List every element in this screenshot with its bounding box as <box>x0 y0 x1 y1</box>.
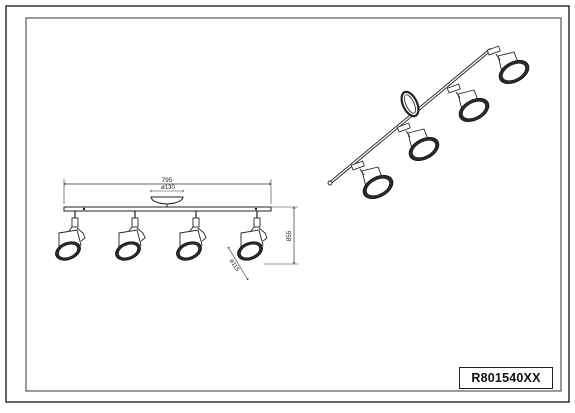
shade-diameter-label: ø115 <box>228 258 240 273</box>
spotlight-1 <box>52 210 86 265</box>
sheet-border <box>5 5 570 403</box>
length-dimension-label: 795 <box>162 177 173 184</box>
perspective-view <box>327 45 534 204</box>
canopy-diameter-label: ø130 <box>161 185 175 191</box>
spotlight-2 <box>112 210 146 265</box>
ceiling-canopy <box>150 196 184 205</box>
mounting-bar <box>63 206 272 212</box>
perspective-spotlight-2 <box>396 122 444 166</box>
front-view: 795 ø130 ø115 855 <box>52 177 298 280</box>
perspective-spotlight-4 <box>486 45 534 89</box>
shade-diameter-line <box>228 247 248 280</box>
perspective-spotlight-3 <box>446 83 494 127</box>
product-code-box: R801540XX <box>459 367 553 389</box>
spotlight-3 <box>173 210 207 265</box>
drawing-frame <box>25 17 562 392</box>
perspective-spotlight-1 <box>350 160 398 204</box>
height-dimension-label: 855 <box>286 230 293 241</box>
product-code: R801540XX <box>471 371 541 385</box>
spotlight-4 <box>234 210 268 265</box>
